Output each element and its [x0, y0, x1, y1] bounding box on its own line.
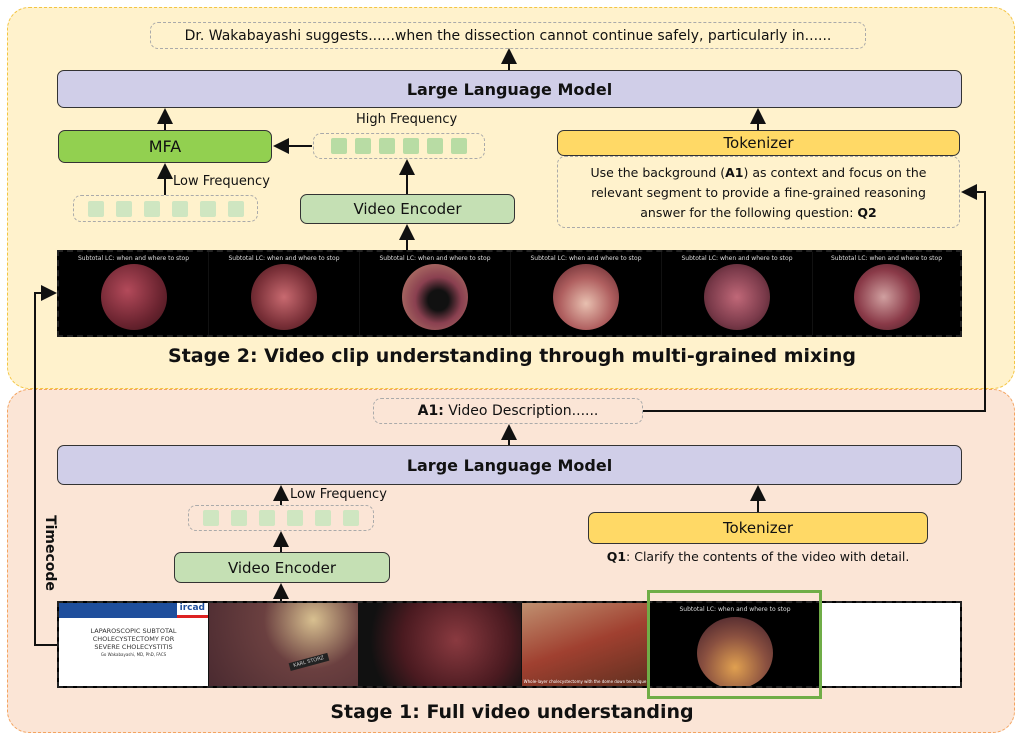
diagram-frame: [822, 603, 960, 686]
frame-title: Subtotal LC: when and where to stop: [530, 255, 642, 262]
frame-caption: Whole-layer cholecystectomy with the dom…: [523, 679, 647, 684]
slide-line: SEVERE CHOLECYSTITIS: [94, 643, 173, 651]
stage2-title: Stage 2: Video clip understanding throug…: [168, 345, 856, 367]
stage2-video-encoder: Video Encoder: [300, 194, 515, 224]
clip-frame: Subtotal LC: when and where to stop: [511, 252, 662, 335]
frame-title: Subtotal LC: when and where to stop: [830, 255, 943, 262]
stage1-llm: Large Language Model: [57, 445, 962, 485]
instrument-text: KARL STORZ: [288, 653, 329, 671]
clip-frame: Subtotal LC: when and where to stop: [662, 252, 813, 335]
frame-title: Subtotal LC: when and where to stop: [679, 606, 791, 613]
high-frequency-label: High Frequency: [356, 112, 458, 127]
clip-frame: Subtotal LC: when and where to stop: [59, 252, 209, 335]
low-frequency-label: Low Frequency: [173, 174, 270, 189]
prompt-a1: A1: [725, 165, 744, 180]
a1-text: Video Description......: [443, 403, 599, 419]
frame-title: Subtotal LC: when and where to stop: [379, 255, 491, 262]
selected-frame-highlight: [647, 590, 822, 699]
timecode-label: Timecode: [42, 515, 58, 591]
prompt-part1: Use the background (: [590, 165, 726, 180]
dark-frame: [359, 603, 522, 686]
frame-image: [853, 264, 920, 330]
stage1-video-encoder: Video Encoder: [174, 552, 390, 583]
stage1-low-frequency-label: Low Frequency: [290, 487, 387, 502]
frame-image: [251, 264, 317, 330]
frame-image: [704, 264, 770, 330]
frame-title: Subtotal LC: when and where to stop: [228, 255, 340, 262]
a1-output: A1: Video Description......: [373, 398, 643, 424]
low-frequency-tokens: [73, 195, 258, 222]
frame-image: [100, 264, 167, 330]
slide-author: Go Wakabayashi, MD, PhD, FACS: [100, 652, 167, 657]
mfa-block: MFA: [58, 130, 272, 163]
stage2-tokenizer: Tokenizer: [557, 130, 960, 156]
high-frequency-tokens: [313, 133, 485, 159]
stage1-title: Stage 1: Full video understanding: [330, 701, 694, 723]
stage2-output-text: Dr. Wakabayashi suggests......when the d…: [150, 22, 866, 49]
frame-image: [402, 264, 468, 330]
frame-image: [553, 264, 619, 330]
clip-frame: Subtotal LC: when and where to stop: [209, 252, 360, 335]
frame-title: Subtotal LC: when and where to stop: [681, 255, 793, 262]
clip-frame: Subtotal LC: when and where to stop: [813, 252, 960, 335]
slide-line: LAPAROSCOPIC SUBTOTAL: [90, 627, 177, 635]
stage2-prompt: Use the background (A1) as context and f…: [557, 156, 960, 228]
frame-title: Subtotal LC: when and where to stop: [77, 255, 190, 262]
title-slide-frame: ircad LAPAROSCOPIC SUBTOTAL CHOLECYSTECT…: [59, 603, 209, 686]
liver-frame: KARL STORZ: [209, 603, 359, 686]
slide-line: CHOLECYSTECTOMY FOR: [92, 635, 175, 643]
clip-frame: Subtotal LC: when and where to stop: [360, 252, 511, 335]
stage2-llm: Large Language Model: [57, 70, 962, 108]
ircad-logo: ircad: [176, 603, 208, 618]
stage2-clip-strip: Subtotal LC: when and where to stop Subt…: [57, 250, 962, 337]
stage1-tokenizer: Tokenizer: [588, 512, 928, 544]
q1-label: Q1: [606, 549, 627, 564]
prompt-q2: Q2: [857, 205, 877, 220]
whole-layer-frame: Whole-layer cholecystectomy with the dom…: [522, 603, 649, 686]
subtotal-frame: Subtotal LC: when and where to stop: [649, 603, 822, 686]
a1-label: A1:: [417, 403, 444, 419]
q1-prompt: Q1: Clarify the contents of the video wi…: [560, 549, 956, 564]
stage1-video-strip: ircad LAPAROSCOPIC SUBTOTAL CHOLECYSTECT…: [57, 601, 962, 688]
prompt-part2: ) as context and focus on the relevant s…: [591, 165, 927, 220]
q1-text: : Clarify the contents of the video with…: [626, 549, 910, 564]
stage1-low-frequency-tokens: [188, 505, 374, 531]
frame-image: [697, 617, 773, 686]
